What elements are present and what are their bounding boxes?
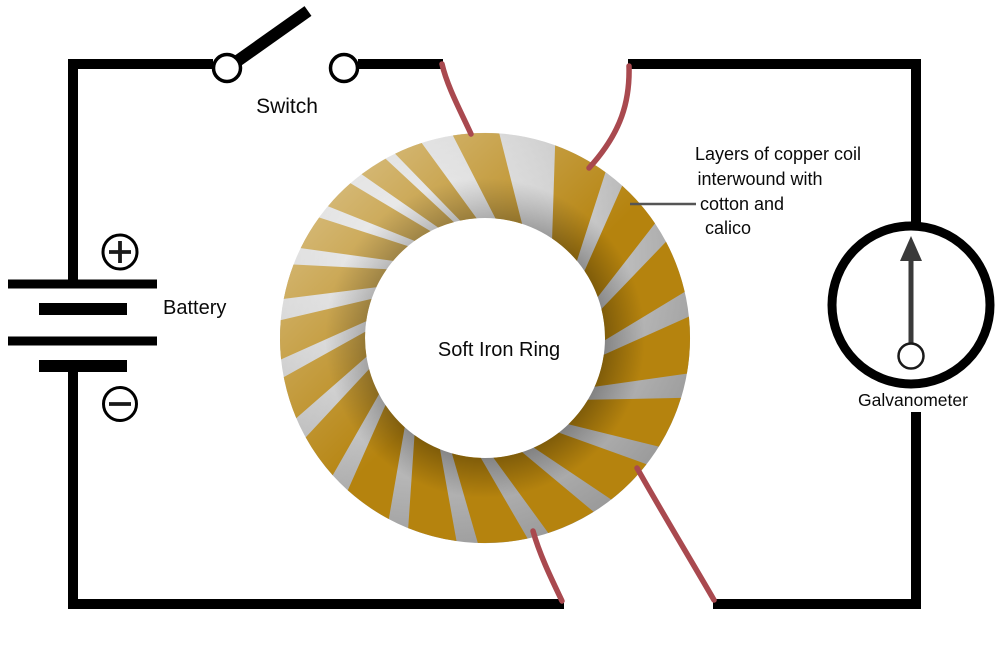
- lead-wire-bottom-right: [634, 465, 717, 603]
- soft-iron-ring: [279, 132, 691, 544]
- switch-contact-right: [328, 52, 360, 84]
- negative-terminal-icon: [102, 386, 138, 422]
- switch-label: Switch: [256, 95, 318, 118]
- coil-note-line-3: cotton and: [699, 194, 785, 214]
- lead-wire-bottom-left: [530, 528, 565, 604]
- coil-note-line-1: Layers of copper coil: [694, 144, 862, 164]
- wire-left-bottom-run: [68, 366, 564, 609]
- coil-note-line-2: interwound with: [697, 169, 823, 189]
- switch-contact-left: [211, 52, 243, 84]
- up-arrow-icon: [900, 236, 922, 352]
- switch-lever: [232, 6, 312, 67]
- soft-iron-ring-label: Soft Iron Ring: [437, 339, 561, 361]
- wire-top-left-and-left-vertical: [68, 59, 213, 281]
- lead-wire-top-right: [586, 63, 632, 171]
- galvanometer-label: Galvanometer: [858, 390, 968, 410]
- coil-note-line-4: calico: [704, 218, 752, 238]
- galvanometer-symbol: [827, 221, 995, 389]
- coil-lead-wires: [439, 61, 717, 604]
- battery-label: Battery: [163, 297, 227, 319]
- wire-top-right-run: [628, 59, 921, 224]
- circuit-wires: [68, 59, 921, 609]
- switch-symbol: [211, 6, 360, 84]
- lead-wire-top-left: [439, 61, 474, 137]
- ring-highlight: [279, 132, 691, 544]
- positive-terminal-icon: [101, 233, 139, 271]
- battery-symbol: [8, 233, 157, 422]
- wire-right-bottom-run: [713, 412, 921, 609]
- needle-pivot: [897, 342, 925, 370]
